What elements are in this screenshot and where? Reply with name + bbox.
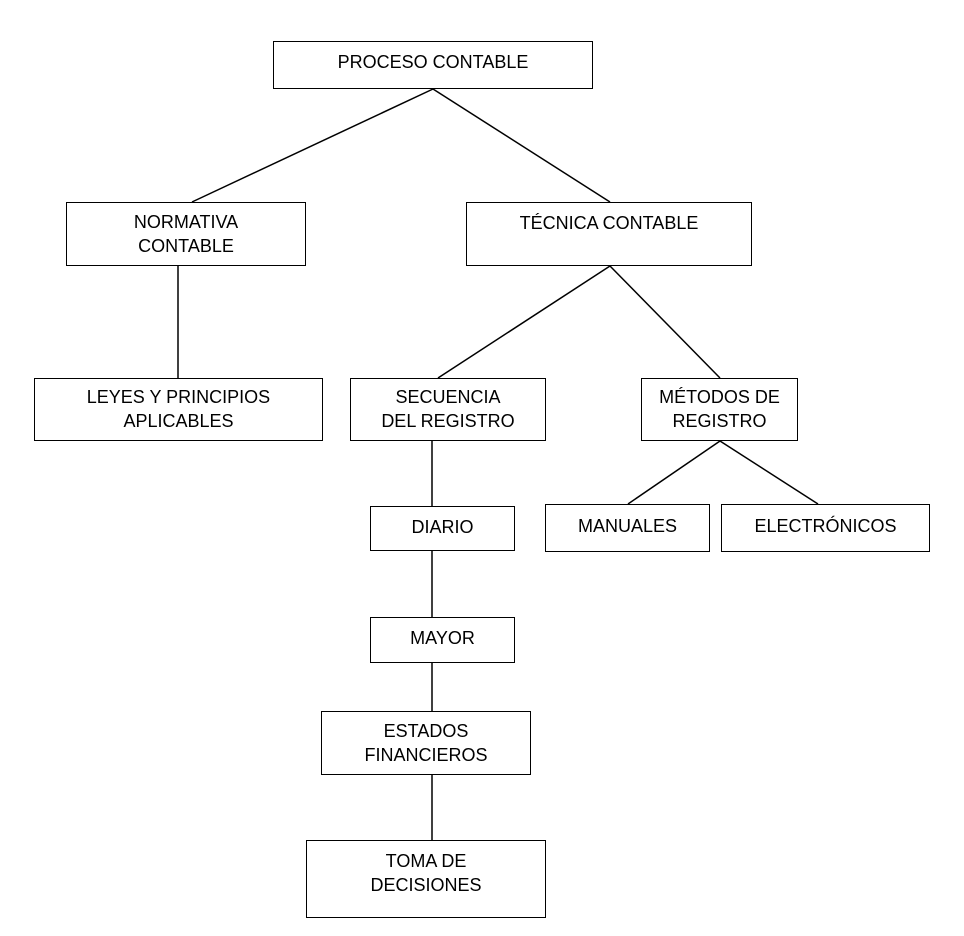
node-normativa-contable: NORMATIVA CONTABLE bbox=[66, 202, 306, 266]
node-electronicos: ELECTRÓNICOS bbox=[721, 504, 930, 552]
node-label: FINANCIEROS bbox=[364, 745, 488, 765]
node-proceso-contable: PROCESO CONTABLE bbox=[273, 41, 593, 89]
node-label: ELECTRÓNICOS bbox=[754, 516, 897, 536]
node-estados-financieros: ESTADOS FINANCIEROS bbox=[321, 711, 531, 775]
node-toma-decisiones: TOMA DE DECISIONES bbox=[306, 840, 546, 918]
node-label: MÉTODOS DE bbox=[659, 387, 780, 407]
node-label: REGISTRO bbox=[672, 411, 767, 431]
node-label: LEYES Y PRINCIPIOS bbox=[86, 387, 271, 407]
node-label: CONTABLE bbox=[138, 236, 234, 256]
node-metodos-registro: MÉTODOS DE REGISTRO bbox=[641, 378, 798, 441]
node-label: ESTADOS bbox=[383, 721, 469, 741]
node-mayor: MAYOR bbox=[370, 617, 515, 663]
node-label: MAYOR bbox=[410, 628, 475, 648]
edge-proceso-normativa bbox=[191, 88, 434, 203]
edge-tecnica-metodos bbox=[609, 265, 721, 379]
edge-metodos-electronicos bbox=[719, 440, 819, 505]
edge-metodos-manuales bbox=[627, 440, 721, 505]
edge-proceso-tecnica bbox=[432, 88, 611, 203]
node-leyes-principios: LEYES Y PRINCIPIOS APLICABLES bbox=[34, 378, 323, 441]
node-secuencia-registro: SECUENCIA DEL REGISTRO bbox=[350, 378, 546, 441]
node-label: PROCESO CONTABLE bbox=[337, 52, 529, 72]
node-label: MANUALES bbox=[577, 516, 678, 536]
node-label: TOMA DE bbox=[385, 851, 467, 871]
node-diario: DIARIO bbox=[370, 506, 515, 551]
node-manuales: MANUALES bbox=[545, 504, 710, 552]
node-label: DEL REGISTRO bbox=[381, 411, 515, 431]
node-tecnica-contable: TÉCNICA CONTABLE bbox=[466, 202, 752, 266]
node-label: SECUENCIA bbox=[395, 387, 501, 407]
node-label: DECISIONES bbox=[370, 875, 482, 895]
node-label: APLICABLES bbox=[123, 411, 234, 431]
node-label: DIARIO bbox=[411, 517, 474, 537]
edge-tecnica-secuencia bbox=[437, 265, 611, 379]
node-label: TÉCNICA CONTABLE bbox=[519, 213, 699, 233]
node-label: NORMATIVA bbox=[133, 212, 239, 232]
